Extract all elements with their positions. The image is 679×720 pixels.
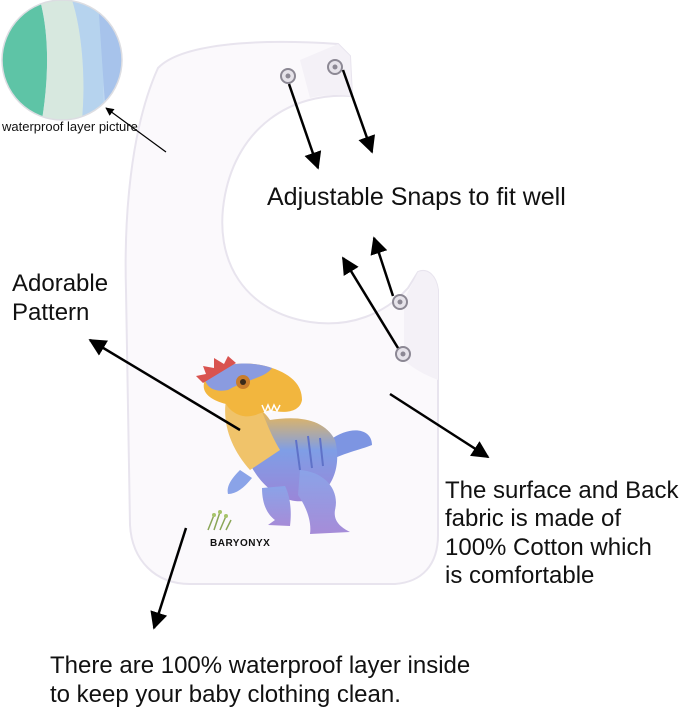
callout-arrows bbox=[88, 69, 490, 630]
arrow-snap-side-lower bbox=[341, 256, 400, 349]
pattern-label-line-1: Adorable bbox=[12, 270, 109, 297]
cotton-label-line-1: The surface and Back bbox=[445, 477, 679, 504]
waterproof-feature-label: There are 100% waterproof layer inside t… bbox=[50, 652, 470, 710]
pattern-label-line-2: Pattern bbox=[12, 298, 90, 326]
inset-caption: waterproof layer picture bbox=[2, 119, 138, 134]
arrow-snap-right bbox=[341, 69, 375, 154]
arrow-cotton bbox=[389, 392, 490, 459]
waterproof-label-line-1: There are 100% waterproof layer inside bbox=[50, 652, 471, 679]
waterproof-label-line-2: to keep your baby clothing clean. bbox=[50, 680, 401, 708]
snaps-feature-label: Adjustable Snaps to fit well bbox=[267, 183, 566, 211]
waterproof-layer-inset bbox=[1, 0, 123, 121]
arrow-waterproof bbox=[150, 527, 188, 630]
cotton-label-line-4: is comfortable bbox=[445, 561, 595, 589]
cotton-label-line-2: fabric is made of bbox=[445, 505, 622, 533]
dinosaur-name-text: BARYONYX bbox=[210, 538, 271, 549]
cotton-feature-label: The surface and Back fabric is made of 1… bbox=[445, 477, 678, 590]
snap-buttons bbox=[280, 59, 411, 362]
dinosaur-illustration bbox=[196, 356, 372, 534]
pattern-feature-label: Adorable Pattern bbox=[12, 270, 108, 328]
arrow-snap-left bbox=[287, 83, 322, 170]
arrow-inset bbox=[105, 107, 167, 153]
arrow-pattern bbox=[88, 338, 241, 432]
arrow-snap-side-upper bbox=[370, 236, 395, 297]
cotton-label-line-3: 100% Cotton which bbox=[445, 533, 652, 561]
